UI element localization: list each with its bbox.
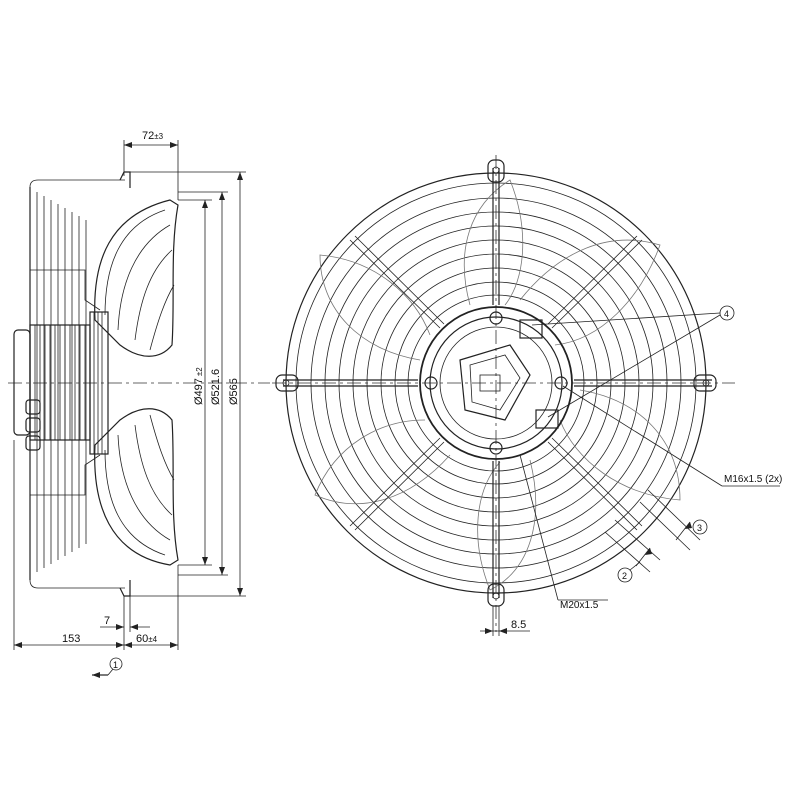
dim-8-5-value: 8.5: [511, 619, 526, 631]
callout-4-group: 4: [531, 305, 735, 418]
svg-text:60±4: 60±4: [136, 633, 158, 645]
dim-diameters: Ø497 ±2 Ø521.6 Ø565: [130, 171, 246, 597]
dim-497-value: Ø497: [193, 378, 205, 405]
dim-521-value: Ø521.6: [210, 369, 222, 405]
thread-m16-group: M16x1.5 (2x): [562, 385, 782, 487]
svg-text:Ø497±2: Ø497 ±2: [193, 367, 205, 405]
callout-2-3-group: 2 3: [604, 489, 708, 583]
blade-top: [94, 199, 179, 357]
dim-bottom: 7 153 60±4 1: [13, 440, 179, 678]
callout-1: 1: [113, 660, 118, 670]
motor-side: [13, 311, 109, 455]
dim-60-value: 60: [136, 633, 148, 645]
dim-72-tol: ±3: [154, 132, 163, 141]
dim-153-value: 153: [62, 633, 80, 645]
blade-bottom: [94, 408, 179, 566]
svg-text:72±3: 72±3: [142, 130, 164, 142]
dim-72: 72±3: [123, 130, 179, 200]
dim-72-value: 72: [142, 130, 154, 142]
side-view: 72±3 Ø497 ±2 Ø521.6 Ø565: [8, 130, 270, 678]
thread-m20-label: M20x1.5: [560, 600, 599, 611]
dim-565-value: Ø565: [228, 378, 240, 405]
front-view: 4 M16x1.5 (2x) M20x1.5 2: [272, 155, 782, 636]
thread-m20-group: M20x1.5: [519, 454, 608, 611]
dim-8-5: 8.5: [480, 606, 530, 636]
mounting-feet: [275, 159, 717, 607]
thread-m16-label: M16x1.5 (2x): [724, 474, 782, 485]
dim-7-value: 7: [104, 615, 110, 627]
blades-front: [314, 179, 681, 591]
motor-front: [419, 306, 573, 460]
callout-2: 2: [622, 571, 627, 581]
callout-3: 3: [697, 523, 702, 533]
callout-4: 4: [724, 309, 729, 319]
dim-497-tol: ±2: [195, 367, 204, 376]
guard-side-profile: [29, 171, 131, 597]
dim-60-tol: ±4: [148, 635, 157, 644]
guard-spokes: [283, 168, 712, 598]
